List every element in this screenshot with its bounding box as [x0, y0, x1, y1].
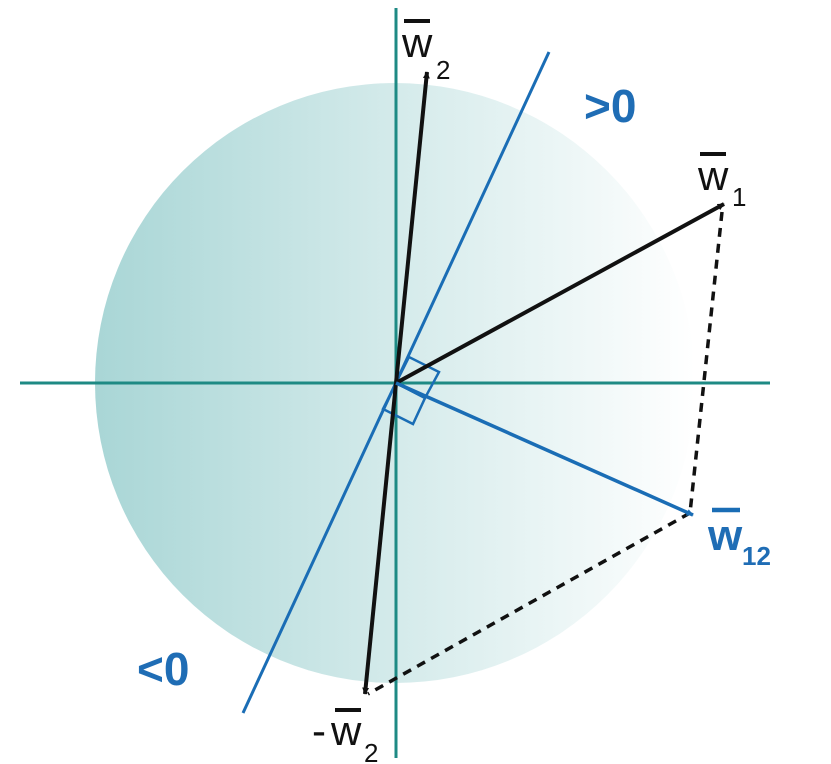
- label-w12: w 12: [707, 507, 771, 571]
- label-w2: w 2: [401, 19, 450, 85]
- dashed-edge-w12-to-neg-w2: [367, 511, 691, 696]
- region-negative-label: <0: [137, 643, 189, 695]
- label-w2-sub: 2: [436, 55, 450, 85]
- dashed-edge-w1-to-w12: [688, 211, 724, 514]
- vector-w12: [395, 381, 694, 517]
- label-w12-sub: 12: [742, 541, 771, 571]
- label-w1: w 1: [697, 152, 746, 212]
- label-neg-w2-sub: 2: [364, 738, 378, 764]
- label-w12-name: w: [707, 511, 743, 560]
- region-positive-label: >0: [584, 80, 636, 132]
- label-w1-sub: 1: [732, 182, 746, 212]
- label-neg-w2-name: w: [330, 707, 362, 754]
- label-neg-w2: - w 2: [312, 707, 378, 764]
- label-w2-name: w: [401, 19, 433, 66]
- vector-w2: [394, 71, 430, 384]
- label-neg-w2-prefix: -: [312, 707, 326, 754]
- vector-w1: [395, 202, 725, 385]
- label-w1-name: w: [697, 152, 729, 199]
- vector-neg-w2: [362, 382, 398, 695]
